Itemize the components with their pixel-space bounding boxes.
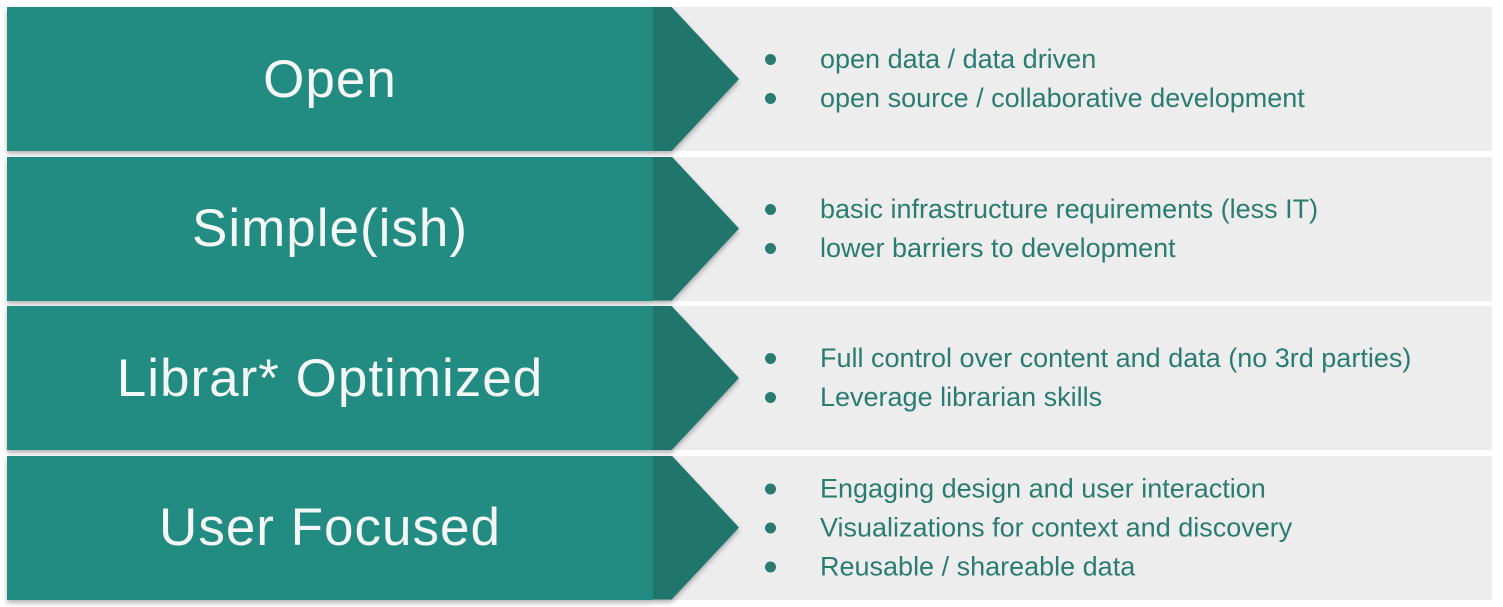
list-item: Reusable / shareable data: [765, 547, 1292, 586]
bullet-text: Visualizations for context and discovery: [820, 512, 1293, 542]
feature-title: Librar* Optimized: [116, 348, 544, 408]
arrow-body: Simple(ish): [7, 156, 653, 301]
arrow-banner: User Focused: [7, 455, 739, 600]
bullet-text: Engaging design and user interaction: [820, 473, 1266, 503]
bullet-dot-icon: [765, 242, 776, 254]
bullet-text: lower barriers to development: [820, 232, 1176, 263]
list-item: lower barriers to development: [765, 229, 1318, 268]
feature-row-user-focused: User Focused Engaging design and user in…: [7, 455, 1492, 600]
feature-title: Open: [263, 49, 397, 109]
bullet-dot-icon: [765, 203, 776, 215]
feature-row-librar-optimized: Librar* Optimized Full control over cont…: [7, 306, 1492, 450]
arrow-body: Open: [7, 7, 653, 151]
list-item: open source / collaborative development: [765, 79, 1305, 118]
arrow-body: User Focused: [7, 455, 653, 600]
bullet-dot-icon: [765, 93, 776, 104]
arrow-banner: Simple(ish): [7, 156, 739, 301]
bullet-list: Engaging design and user interaction Vis…: [765, 469, 1292, 586]
arrow-banner: Librar* Optimized: [7, 306, 739, 450]
bullet-dot-icon: [765, 353, 776, 364]
list-item: Leverage librarian skills: [765, 378, 1411, 417]
bullet-text: Full control over content and data (no 3…: [820, 343, 1412, 373]
arrow-body: Librar* Optimized: [7, 306, 653, 450]
bullet-text: open data / data driven: [820, 44, 1097, 74]
bullet-text: open source / collaborative development: [820, 83, 1305, 113]
bullet-dot-icon: [765, 392, 776, 403]
bullet-dot-icon: [765, 522, 776, 533]
list-item: Full control over content and data (no 3…: [765, 339, 1411, 378]
bullet-text: Reusable / shareable data: [820, 551, 1136, 581]
feature-row-open: Open open data / data driven open source…: [7, 7, 1492, 151]
bullet-list: basic infrastructure requirements (less …: [765, 190, 1318, 268]
bullet-dot-icon: [765, 561, 776, 572]
list-item: open data / data driven: [765, 40, 1305, 79]
feature-row-simple: Simple(ish) basic infrastructure require…: [7, 156, 1492, 301]
feature-title: User Focused: [159, 498, 501, 557]
bullet-list: Full control over content and data (no 3…: [765, 339, 1411, 417]
bullet-list: open data / data driven open source / co…: [765, 40, 1305, 118]
feature-title: Simple(ish): [191, 199, 469, 258]
bullet-text: Leverage librarian skills: [820, 382, 1103, 412]
arrow-banner: Open: [7, 7, 739, 151]
bullet-dot-icon: [765, 483, 776, 494]
list-item: basic infrastructure requirements (less …: [765, 190, 1318, 229]
bullet-dot-icon: [765, 54, 776, 65]
list-item: Visualizations for context and discovery: [765, 508, 1292, 547]
list-item: Engaging design and user interaction: [765, 469, 1292, 508]
bullet-text: basic infrastructure requirements (less …: [820, 193, 1319, 224]
